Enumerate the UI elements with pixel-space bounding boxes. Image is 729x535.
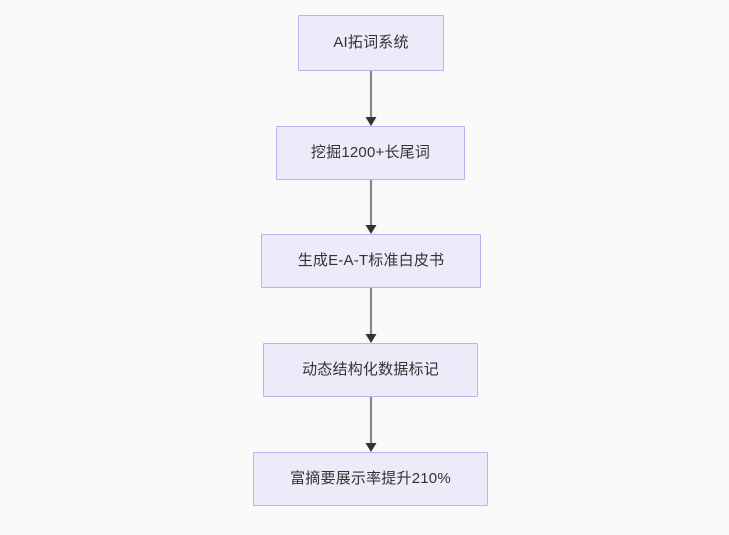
flow-edge-n4-to-n5 xyxy=(365,397,377,452)
flow-node-2[interactable]: 挖掘1200+长尾词 xyxy=(276,126,465,180)
flow-node-1-label: AI拓词系统 xyxy=(333,34,409,52)
flow-node-1[interactable]: AI拓词系统 xyxy=(298,15,444,71)
arrowhead-icon xyxy=(365,117,377,126)
arrowhead-icon xyxy=(365,225,377,234)
flow-node-4[interactable]: 动态结构化数据标记 xyxy=(263,343,478,397)
flow-edge-n2-to-n3 xyxy=(365,180,377,234)
flow-node-4-label: 动态结构化数据标记 xyxy=(302,361,439,379)
flow-node-2-label: 挖掘1200+长尾词 xyxy=(310,144,431,162)
flow-node-5[interactable]: 富摘要展示率提升210% xyxy=(253,452,488,506)
flow-edge-n3-to-n4 xyxy=(365,288,377,343)
flow-edge-n1-to-n2 xyxy=(365,71,377,126)
flow-node-5-label: 富摘要展示率提升210% xyxy=(290,470,451,488)
flow-node-3[interactable]: 生成E-A-T标准白皮书 xyxy=(261,234,481,288)
arrowhead-icon xyxy=(365,443,377,452)
arrowhead-icon xyxy=(365,334,377,343)
flow-node-3-label: 生成E-A-T标准白皮书 xyxy=(297,252,445,270)
